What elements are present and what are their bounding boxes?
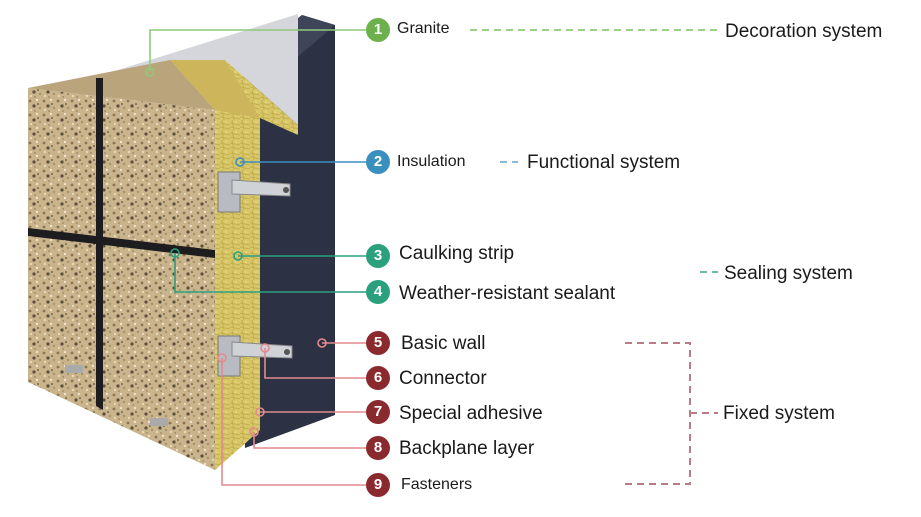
label-fasteners: Fasteners bbox=[401, 476, 473, 493]
leader-lines bbox=[145, 29, 366, 486]
badge-connector: 6 bbox=[366, 366, 390, 390]
system-fixed: Fixed system bbox=[723, 403, 835, 424]
badge-caulking-strip: 3 bbox=[366, 244, 390, 268]
wall-cross-section bbox=[28, 14, 335, 470]
label-caulking-strip: Caulking strip bbox=[399, 243, 515, 264]
badge-backplane-layer: 8 bbox=[366, 436, 390, 460]
system-connectors bbox=[470, 29, 718, 485]
badge-granite: 1 bbox=[366, 18, 390, 42]
badge-fasteners: 9 bbox=[366, 473, 390, 497]
badge-weather-resistant-sealant: 4 bbox=[366, 280, 390, 304]
system-functional: Functional system bbox=[527, 152, 681, 173]
badge-basic-wall: 5 bbox=[366, 331, 390, 355]
label-backplane-layer: Backplane layer bbox=[399, 438, 535, 459]
badge-special-adhesive: 7 bbox=[366, 400, 390, 424]
label-weather-resistant-sealant: Weather-resistant sealant bbox=[399, 283, 616, 304]
system-decoration: Decoration system bbox=[725, 21, 883, 42]
system-sealing: Sealing system bbox=[724, 263, 853, 284]
label-insulation: Insulation bbox=[397, 153, 466, 170]
badge-insulation: 2 bbox=[366, 150, 390, 174]
label-connector: Connector bbox=[399, 368, 487, 389]
label-granite: Granite bbox=[397, 20, 450, 37]
connector-bracket-upper bbox=[217, 171, 291, 213]
label-basic-wall: Basic wall bbox=[401, 333, 486, 354]
label-special-adhesive: Special adhesive bbox=[399, 403, 543, 424]
